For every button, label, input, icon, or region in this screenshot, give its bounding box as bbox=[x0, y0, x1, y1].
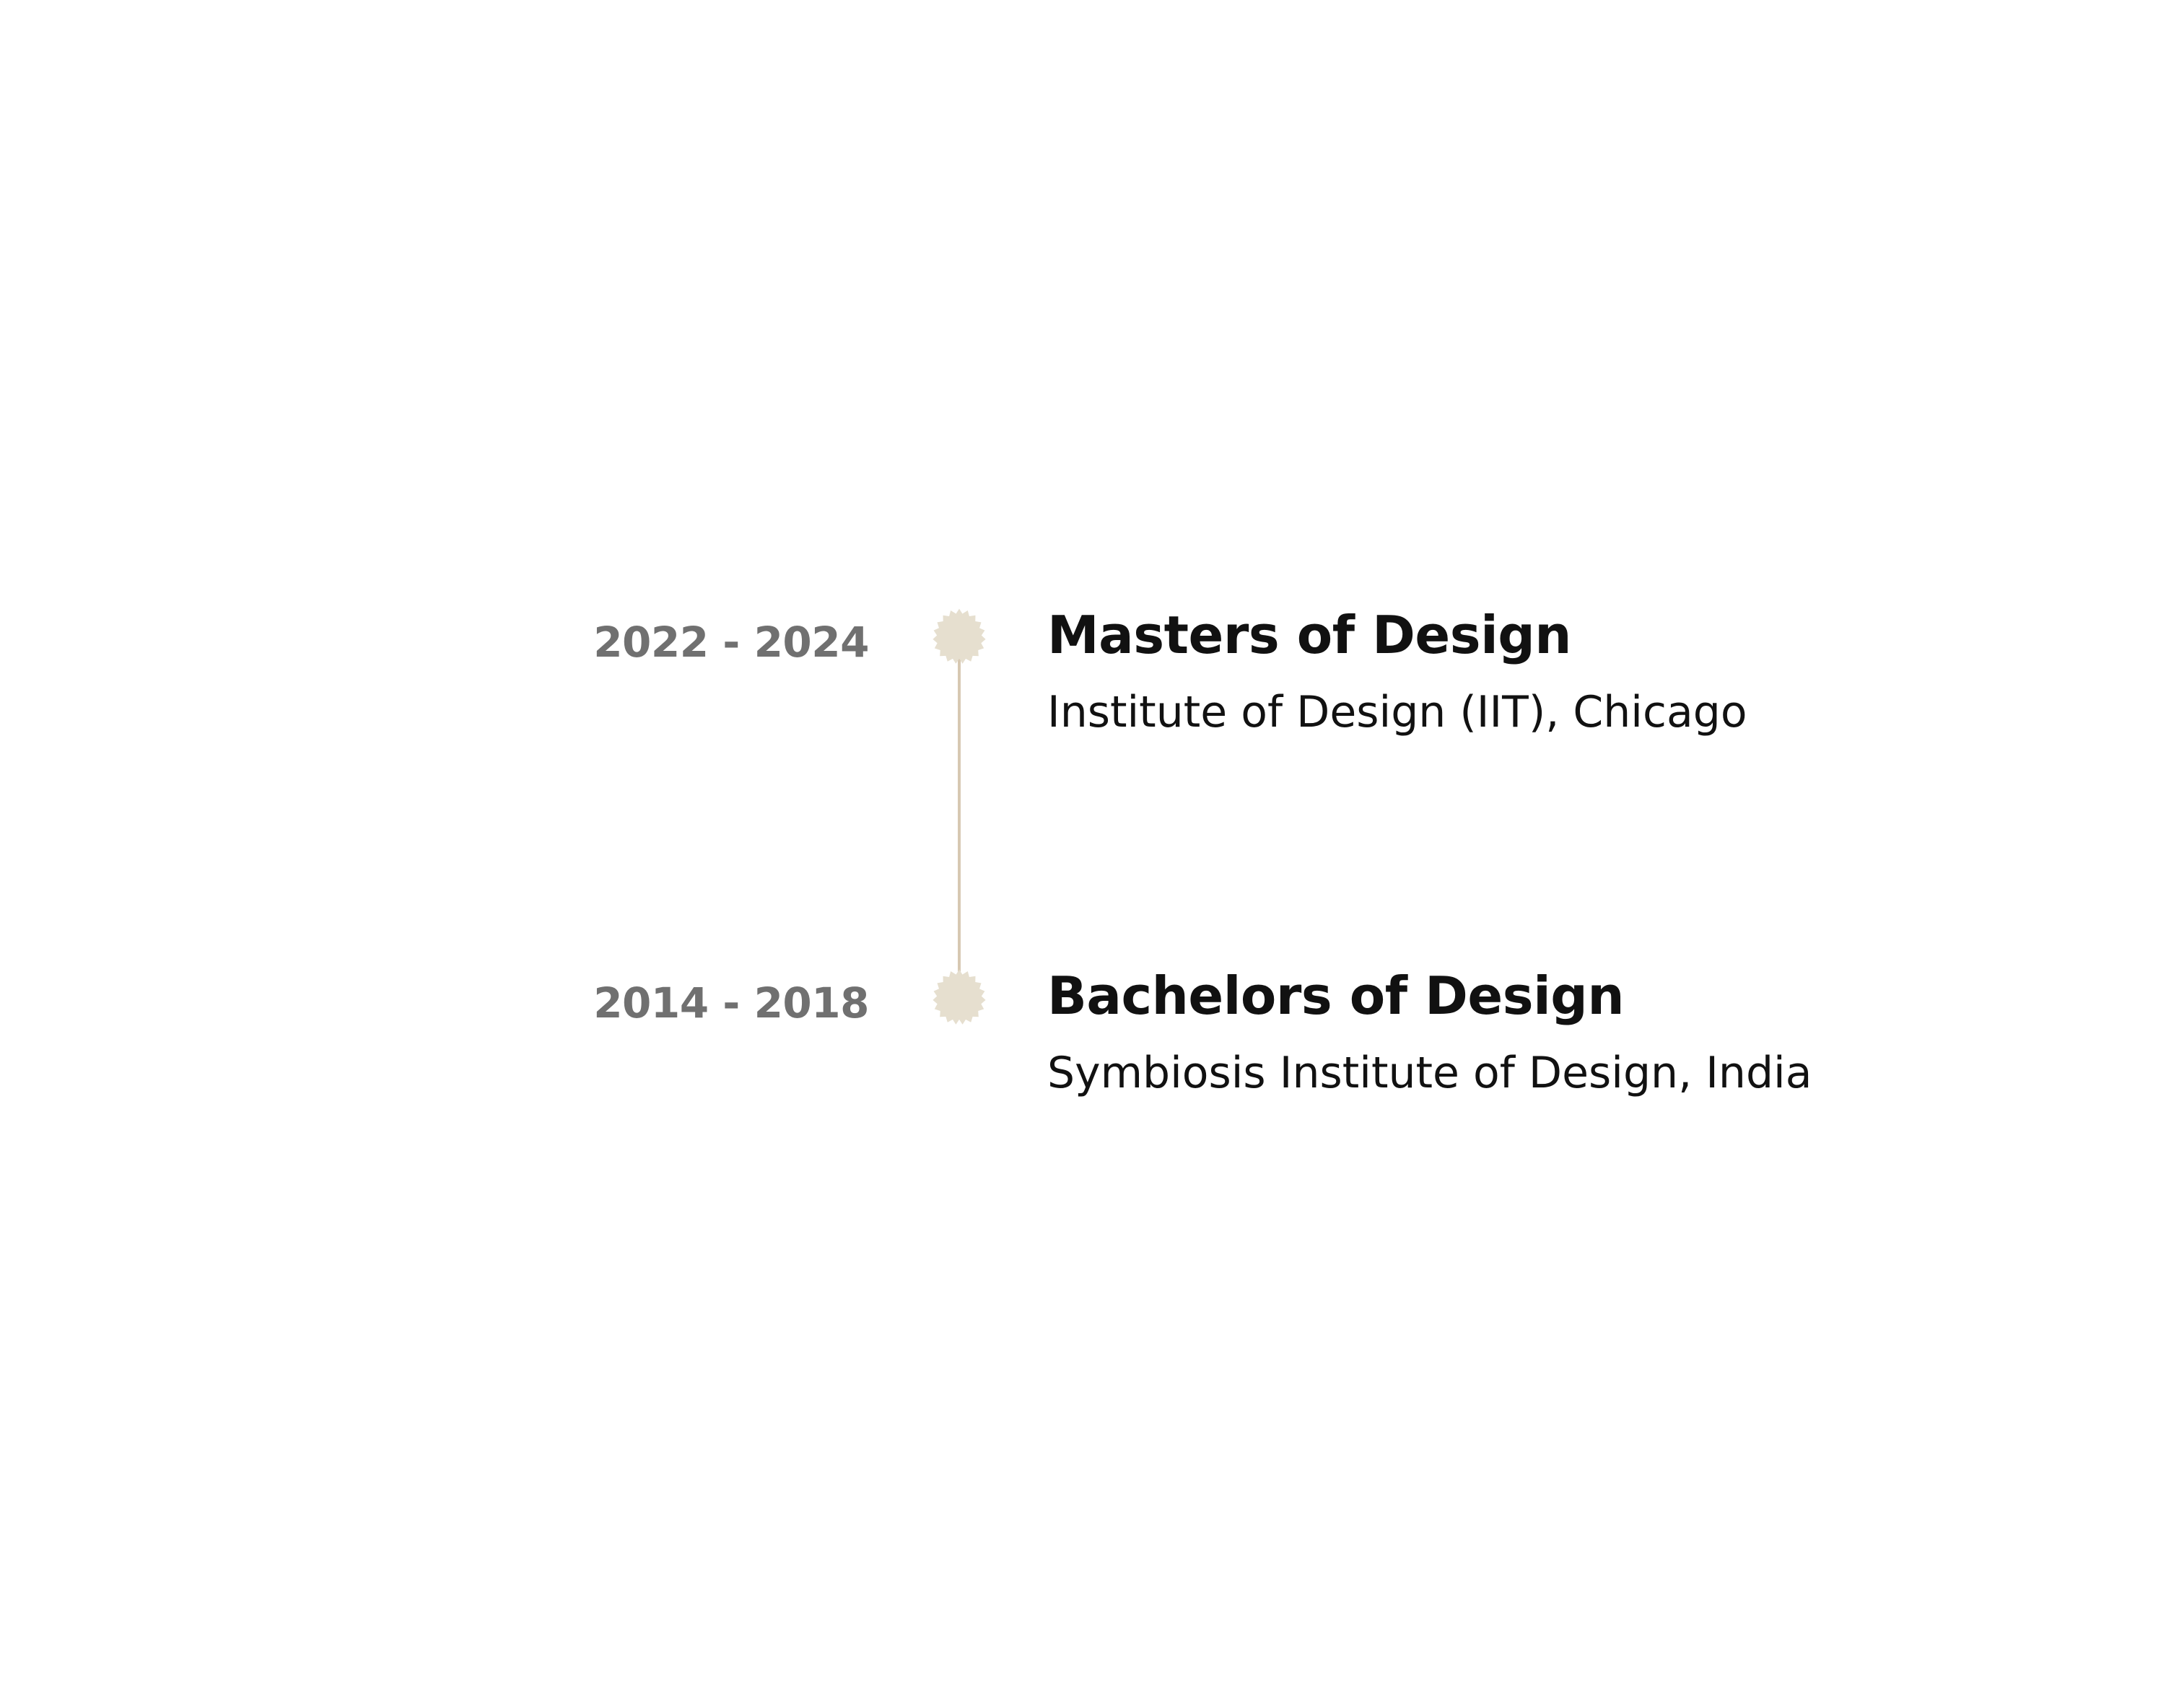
badge-icon bbox=[930, 968, 989, 1028]
degree-title: Bachelors of Design bbox=[1047, 965, 1625, 1026]
timeline-entry-masters: 2022 - 2024 Masters of Design Institute … bbox=[0, 592, 2166, 737]
timeline-entry-bachelors: 2014 - 2018 Bachelors of Design Symbiosi… bbox=[0, 952, 2166, 1098]
timeline-connector-line bbox=[958, 635, 961, 996]
badge-icon bbox=[930, 608, 989, 667]
degree-title: Masters of Design bbox=[1047, 605, 1572, 665]
timeline-period: 2014 - 2018 bbox=[593, 978, 869, 1028]
school-name: Symbiosis Institute of Design, India bbox=[1047, 1048, 1812, 1098]
timeline-period: 2022 - 2024 bbox=[593, 618, 869, 667]
school-name: Institute of Design (IIT), Chicago bbox=[1047, 687, 1747, 737]
